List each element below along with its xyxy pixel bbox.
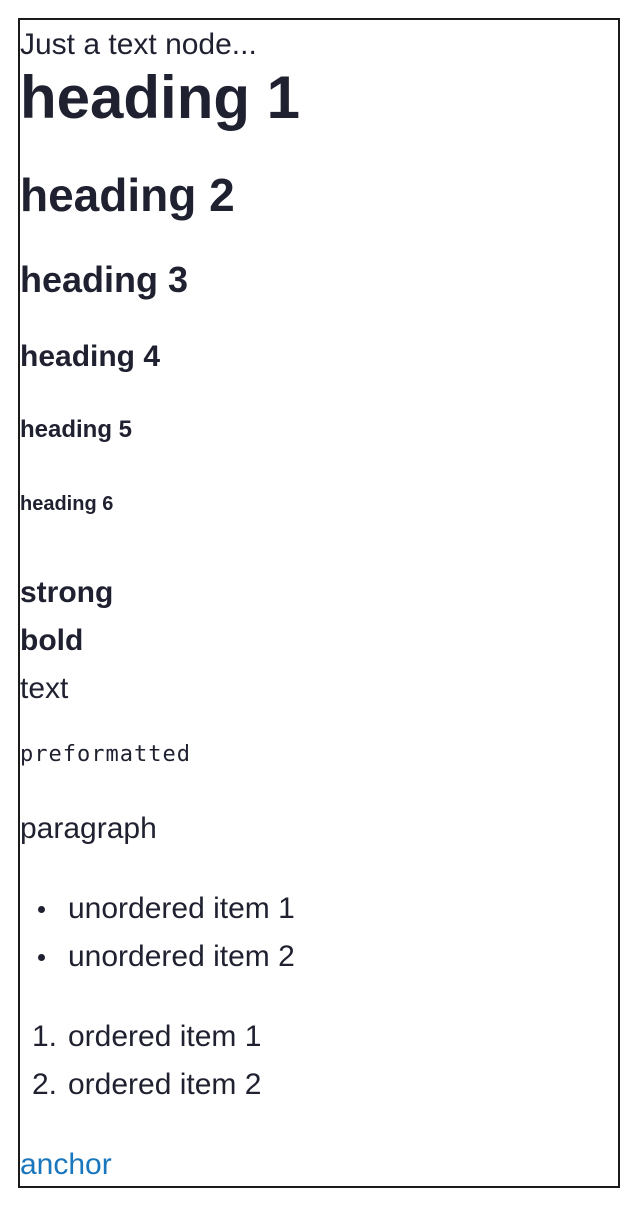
paragraph: paragraph [20, 812, 157, 845]
heading-5: heading 5 [20, 416, 133, 443]
bold-text: bold [20, 624, 84, 657]
list-item: unordered item 1 [38, 892, 295, 926]
list-item: unordered item 2 [38, 940, 295, 974]
plain-text: text [20, 672, 69, 705]
text-node: Just a text node... [20, 28, 257, 61]
list-item-label: unordered item 1 [68, 892, 295, 925]
heading-4: heading 4 [20, 340, 161, 373]
heading-1: heading 1 [20, 64, 301, 131]
list-marker: 2. [32, 1068, 58, 1101]
strong-text: strong [20, 576, 114, 609]
content-frame: Just a text node... heading 1 heading 2 … [18, 18, 620, 1188]
preformatted-text: preformatted [20, 742, 191, 767]
list-item-label: ordered item 2 [68, 1068, 262, 1101]
anchor-link[interactable]: anchor [20, 1148, 112, 1181]
list-marker: 1. [32, 1020, 58, 1053]
bullet-icon [38, 954, 45, 961]
list-item-label: ordered item 1 [68, 1020, 262, 1053]
heading-2: heading 2 [20, 169, 235, 221]
bullet-icon [38, 906, 45, 913]
list-item-label: unordered item 2 [68, 940, 295, 973]
list-item: 2. ordered item 2 [32, 1068, 262, 1102]
list-item: 1. ordered item 1 [32, 1020, 262, 1054]
heading-6: heading 6 [20, 493, 114, 515]
heading-3: heading 3 [20, 259, 189, 300]
